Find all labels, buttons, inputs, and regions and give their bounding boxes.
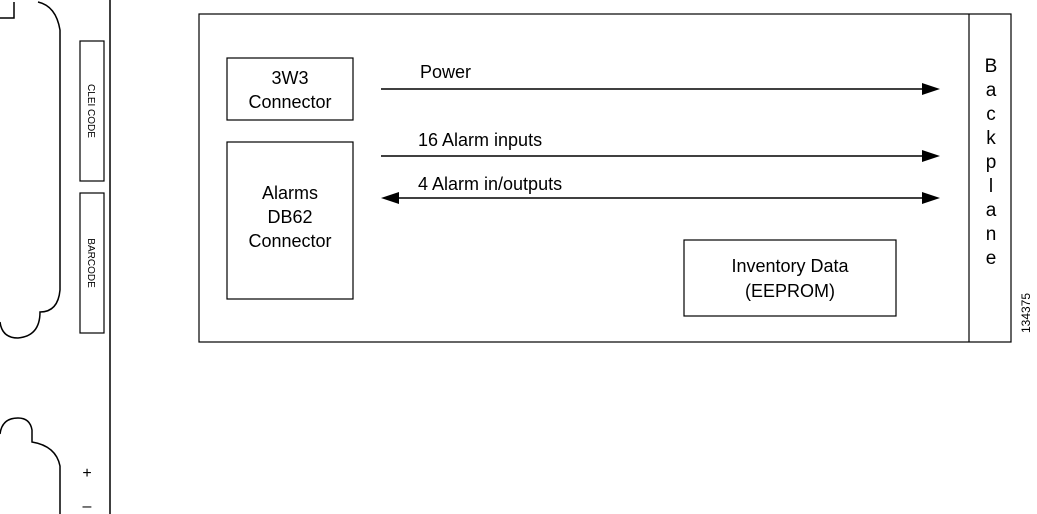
backplane-letter: k	[986, 128, 996, 149]
plus-sign: +	[82, 465, 91, 482]
upper-connector-outline	[0, 1, 61, 339]
inventory-line2: (EEPROM)	[745, 281, 835, 301]
alarm-io-arrowhead-left	[381, 192, 399, 204]
backplane-letter: c	[986, 104, 996, 125]
connector-3w3-line1: 3W3	[271, 68, 308, 88]
module-outline	[198, 13, 1012, 343]
clei-code-label: CLEI CODE	[85, 84, 96, 138]
barcode-label: BARCODE	[85, 238, 96, 288]
clei-code-box	[79, 40, 105, 182]
power-arrowhead	[922, 83, 940, 95]
backplane-letter: B	[985, 56, 998, 77]
alarms-line2: DB62	[267, 207, 312, 227]
backplane-letter: p	[986, 152, 997, 173]
minus-sign: –	[83, 498, 92, 514]
backplane-letter: a	[986, 80, 997, 101]
alarm-inputs-label: 16 Alarm inputs	[418, 130, 542, 150]
lower-connector-outline	[0, 417, 61, 514]
alarms-line3: Connector	[248, 231, 331, 251]
connector-3w3-line2: Connector	[248, 92, 331, 112]
alarm-inputs-arrowhead	[922, 150, 940, 162]
backplane-label: B a c k p l a n e	[985, 56, 998, 269]
alarms-db62-box	[226, 141, 354, 300]
power-label: Power	[420, 62, 471, 82]
inventory-line1: Inventory Data	[731, 256, 849, 276]
connector-3w3-box	[226, 57, 354, 121]
barcode-box	[79, 192, 105, 334]
backplane-letter: a	[986, 200, 997, 221]
inventory-eeprom-box	[683, 239, 897, 317]
backplane-letter: e	[986, 248, 997, 269]
figure-id: 134375	[1019, 293, 1033, 333]
backplane-letter: l	[989, 176, 993, 197]
alarm-io-arrowhead-right	[922, 192, 940, 204]
faceplate	[0, 0, 111, 514]
backplane-letter: n	[986, 224, 997, 245]
alarms-line1: Alarms	[262, 183, 318, 203]
alarm-io-label: 4 Alarm in/outputs	[418, 174, 562, 194]
